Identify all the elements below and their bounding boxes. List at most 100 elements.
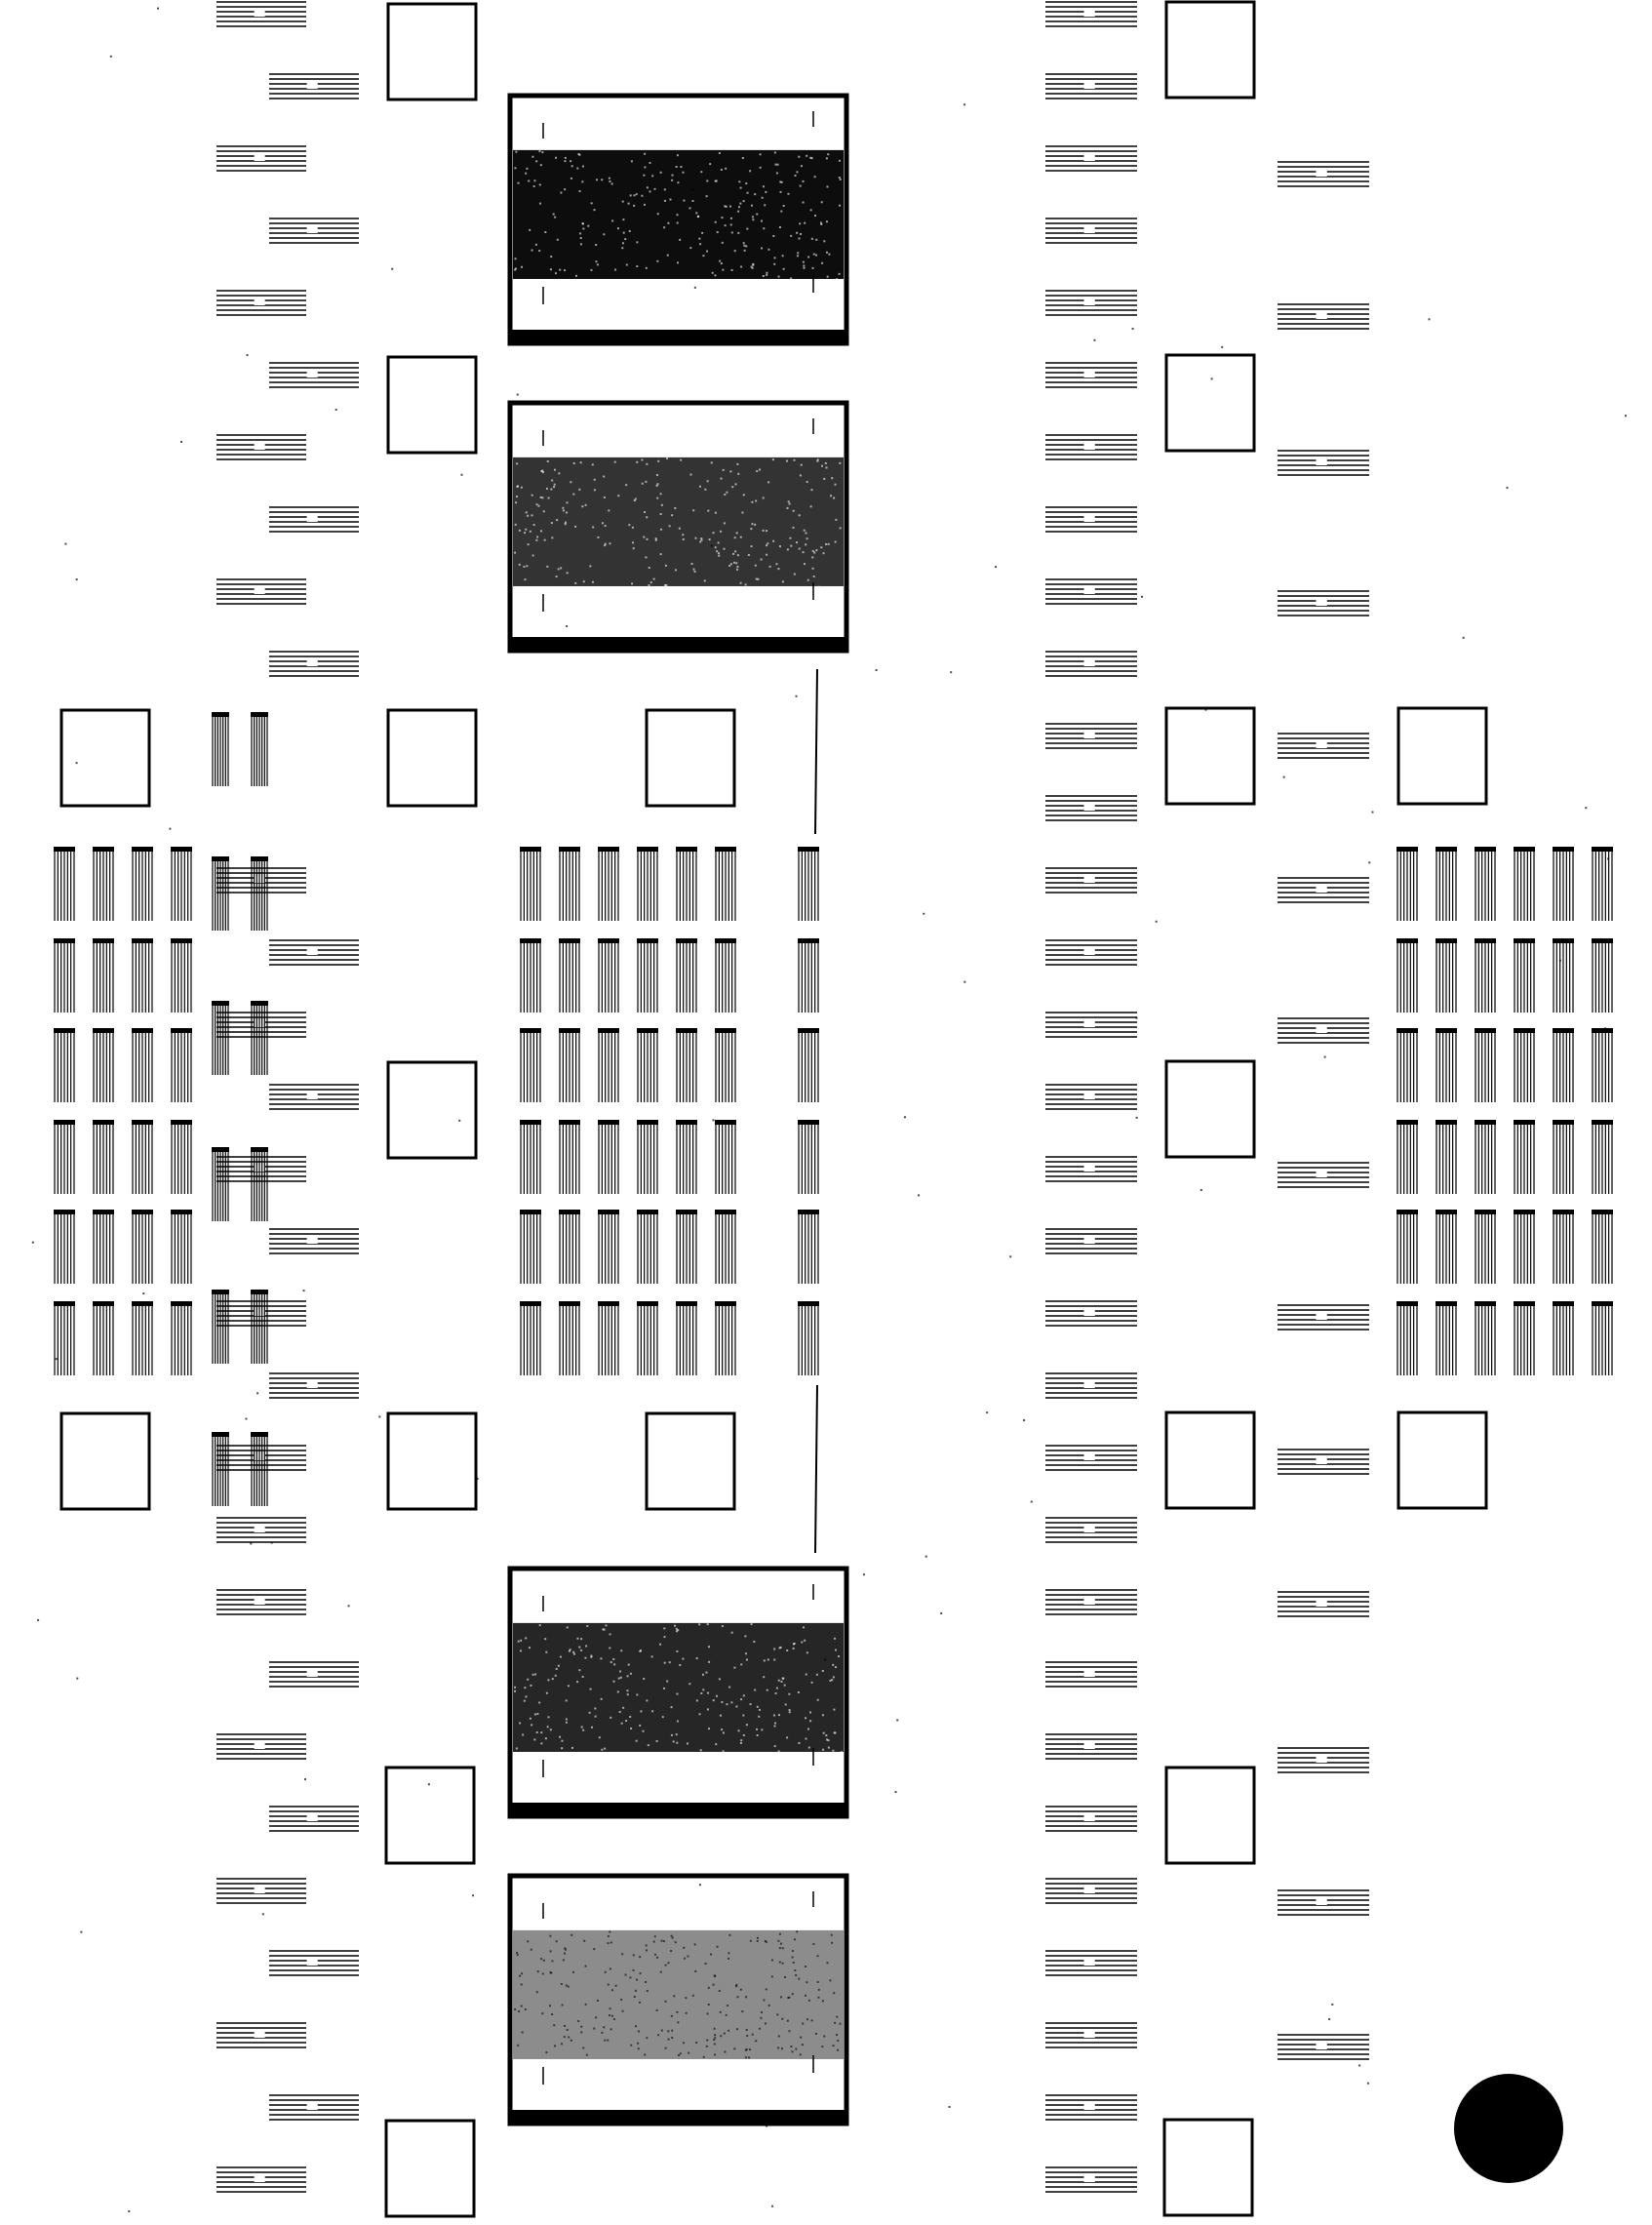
density-speckle	[709, 1953, 712, 1956]
comb-pattern-icon	[798, 1301, 819, 1375]
density-speckle	[796, 171, 799, 174]
registration-square-icon	[1396, 706, 1488, 806]
density-speckle	[565, 1718, 568, 1721]
comb-pattern-icon	[1436, 847, 1457, 921]
density-speckle	[641, 194, 644, 197]
density-speckle	[756, 1936, 759, 1939]
density-speckle	[728, 564, 731, 567]
density-speckle	[645, 480, 648, 483]
density-speckle	[565, 1984, 568, 1987]
density-speckle	[520, 1983, 523, 1986]
density-speckle	[588, 1711, 591, 1714]
pattern-gap	[1083, 514, 1095, 522]
comb-cap	[132, 1120, 153, 1125]
density-speckle	[603, 475, 606, 478]
density-speckle	[792, 1643, 795, 1646]
density-speckle	[637, 2047, 640, 2050]
comb-pattern-icon	[93, 1120, 114, 1194]
density-speckle	[620, 1649, 623, 1652]
density-speckle	[838, 177, 841, 179]
density-speckle	[707, 1986, 710, 1989]
density-speckle	[556, 238, 559, 241]
speck	[476, 1477, 479, 1480]
density-speckle	[807, 1999, 810, 2002]
density-speckle	[655, 2008, 658, 2011]
density-speckle	[538, 1624, 541, 1627]
comb-cap	[520, 1028, 541, 1033]
comb-pattern-icon	[1436, 938, 1457, 1013]
comb-pattern-icon	[1436, 1028, 1457, 1102]
density-speckle	[716, 231, 719, 234]
density-speckle	[744, 583, 747, 586]
density-speckle	[707, 2004, 710, 2006]
density-speckle	[656, 1956, 659, 1959]
speck	[75, 578, 78, 581]
density-speckle	[646, 1990, 649, 1993]
density-bottom-bar	[510, 1803, 846, 1816]
density-speckle	[670, 1733, 673, 1736]
speck	[472, 1894, 475, 1897]
density-speckle	[702, 2055, 705, 2058]
density-speckle	[646, 516, 649, 519]
density-speckle	[756, 1939, 759, 1942]
speck	[771, 2205, 774, 2207]
density-speckle	[630, 1727, 633, 1729]
density-speckle	[703, 579, 706, 582]
density-speckle	[821, 1669, 824, 1672]
density-speckle	[579, 237, 582, 240]
density-speckle	[621, 200, 624, 203]
density-speckle	[756, 213, 759, 216]
pattern-gap	[1083, 1236, 1095, 1244]
comb-cap	[1553, 1028, 1574, 1033]
comb-cap	[1514, 847, 1535, 852]
density-speckle	[792, 1961, 795, 1964]
density-speckle	[811, 556, 814, 559]
line-pattern-icon	[216, 1878, 306, 1904]
comb-cap	[1553, 1210, 1574, 1214]
speck	[1135, 1016, 1138, 1019]
density-speckle	[630, 2044, 633, 2046]
density-speckle	[716, 550, 719, 553]
density-speckle	[660, 2029, 663, 2032]
density-speckle	[770, 1975, 773, 1978]
line-pattern-icon	[1278, 1591, 1369, 1617]
density-speckle	[546, 565, 549, 568]
comb-pattern-icon	[212, 856, 229, 931]
density-speckle	[584, 1656, 587, 1659]
density-speckle	[607, 2039, 610, 2042]
density-speckle	[570, 1746, 573, 1749]
comb-cap	[1553, 847, 1574, 852]
density-speckle	[705, 1671, 708, 1674]
comb-cap	[559, 1120, 580, 1125]
comb-pattern-icon	[1592, 847, 1613, 921]
comb-cap	[1436, 1210, 1457, 1214]
density-speckle	[749, 2048, 752, 2051]
density-speckle	[544, 1737, 547, 1740]
density-speckle	[553, 486, 556, 489]
speck	[964, 103, 966, 106]
density-speckle	[718, 1678, 721, 1681]
density-speckle	[838, 159, 841, 162]
density-speckle	[706, 179, 709, 182]
density-speckle	[740, 1739, 743, 1742]
density-speckle	[722, 1750, 725, 1753]
density-speckle	[626, 1693, 629, 1696]
speck	[1140, 595, 1143, 598]
comb-cap	[212, 1001, 229, 1006]
density-speckle	[682, 2042, 685, 2045]
density-speckle	[593, 1948, 596, 1951]
density-block-2	[507, 400, 849, 654]
registration-square-icon	[1164, 1059, 1256, 1159]
density-speckle	[656, 497, 659, 499]
speck	[31, 1241, 34, 1244]
density-speckle	[821, 2000, 824, 2003]
density-speckle	[562, 1959, 565, 1962]
density-speckle	[777, 1679, 780, 1682]
density-speckle	[540, 530, 543, 533]
density-speckle	[638, 2001, 641, 2004]
density-speckle	[649, 190, 651, 193]
density-speckle	[514, 267, 517, 270]
comb-pattern-icon	[1475, 1120, 1496, 1194]
density-speckle	[609, 2007, 611, 2010]
density-speckle	[584, 1965, 587, 1967]
